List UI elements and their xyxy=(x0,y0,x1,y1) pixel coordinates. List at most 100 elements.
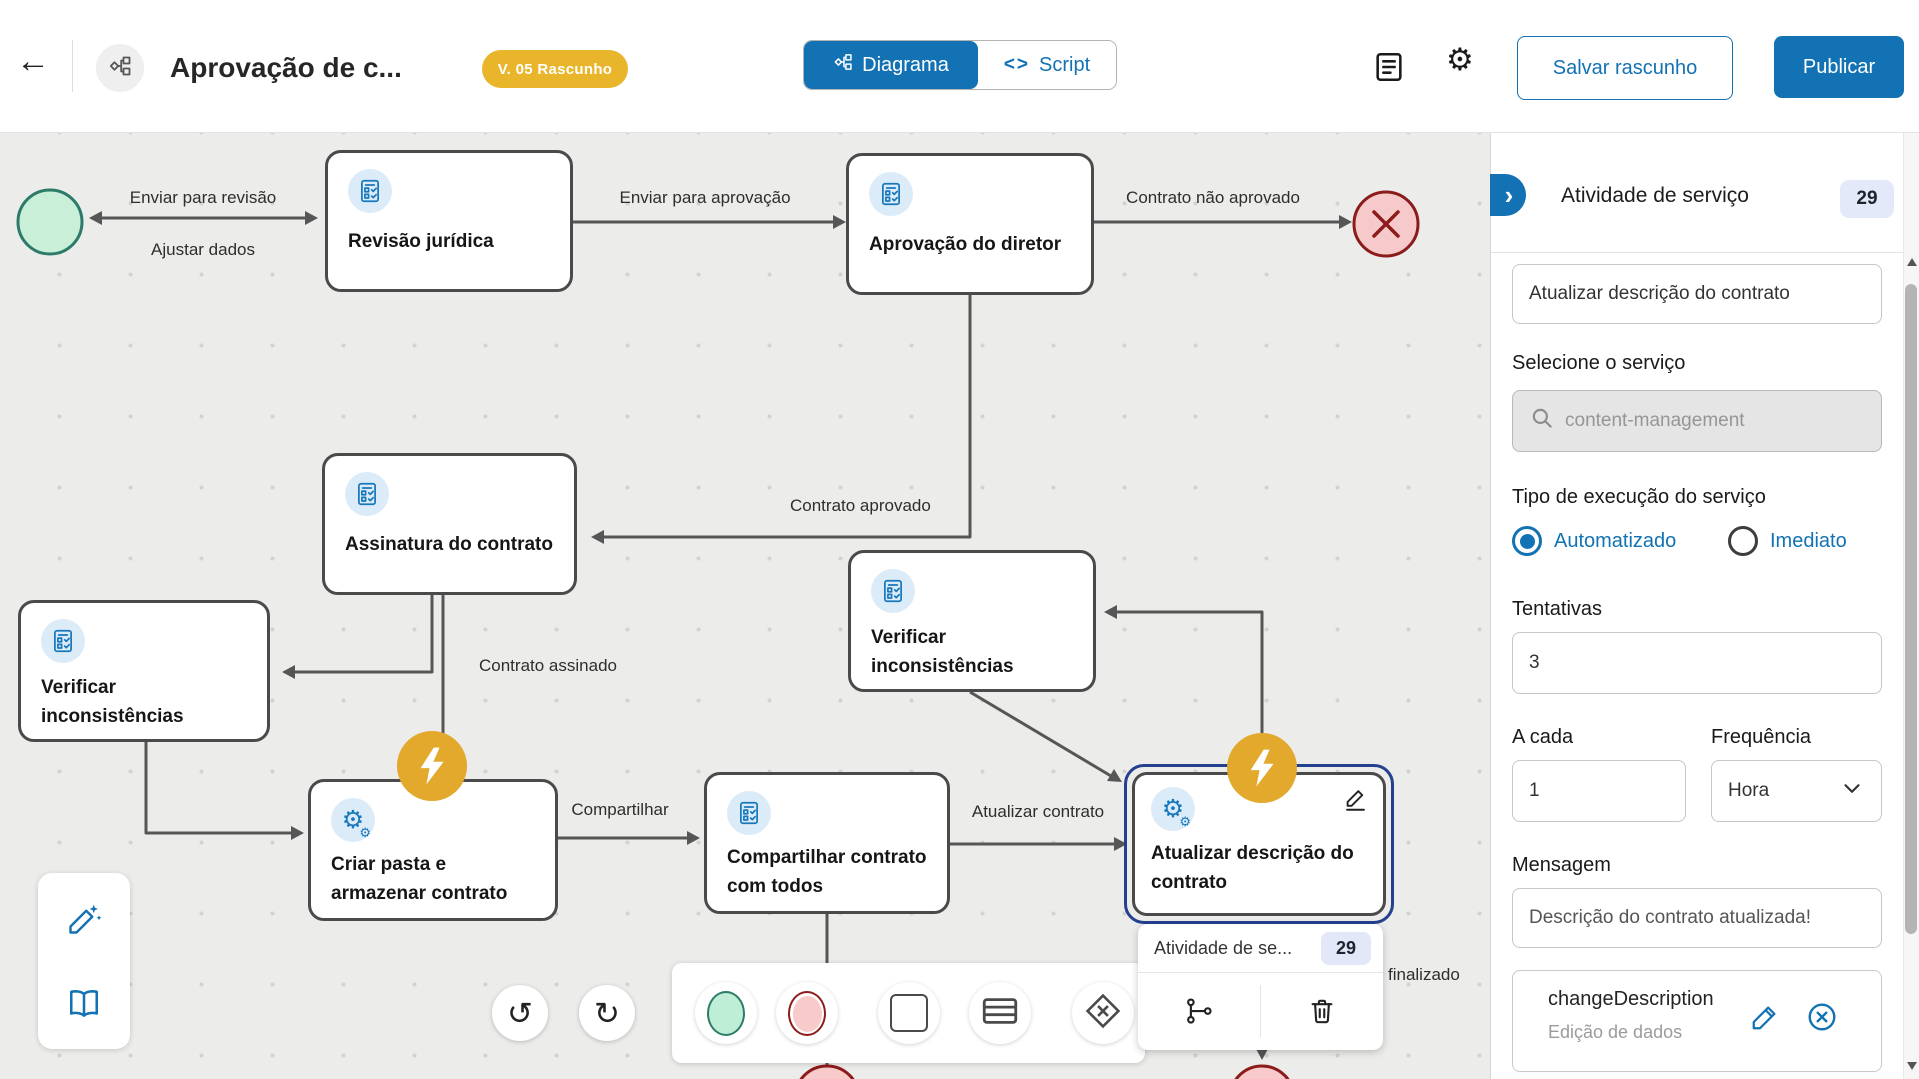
action-title: changeDescription xyxy=(1548,988,1714,1010)
edge-label: Atualizar contrato xyxy=(971,802,1105,821)
node-atualizar-descricao-selected[interactable]: ⚙⚙ Atualizar descrição do contrato xyxy=(1124,764,1394,924)
node-title: Verificar inconsistências xyxy=(41,677,184,728)
lanes-icon xyxy=(979,990,1021,1037)
gateway-x-icon xyxy=(1082,990,1124,1037)
form-task-icon xyxy=(345,472,389,516)
workflow-icon xyxy=(108,54,132,83)
node-compartilhar-contrato[interactable]: Compartilhar contrato com todos xyxy=(704,772,950,914)
action-remove-button[interactable] xyxy=(1806,1001,1838,1038)
node-title: Atualizar descrição do contrato xyxy=(1151,843,1354,894)
start-event-icon xyxy=(707,990,745,1036)
action-card xyxy=(1512,970,1882,1072)
undo-icon: ↺ xyxy=(507,995,533,1031)
assist-panel xyxy=(38,873,130,1049)
popup-title: Atividade de se... xyxy=(1154,937,1293,958)
redo-icon: ↻ xyxy=(594,995,620,1031)
form-task-icon xyxy=(41,619,85,663)
edge-label: Enviar para revisão xyxy=(129,188,277,207)
save-draft-button[interactable]: Salvar rascunho xyxy=(1517,36,1733,100)
node-revisao-juridica[interactable]: Revisão jurídica xyxy=(325,150,573,292)
edit-pencil-icon[interactable] xyxy=(1342,785,1369,817)
node-aprovacao-diretor[interactable]: Aprovação do diretor xyxy=(846,153,1094,295)
edge-label: Contrato não aprovado xyxy=(1126,188,1300,207)
node-title: Revisão jurídica xyxy=(348,231,494,252)
attempts-label: Tentativas xyxy=(1512,598,1603,620)
tab-diagram[interactable]: Diagrama xyxy=(804,41,978,89)
chevron-right-icon: › xyxy=(1504,179,1514,210)
service-search-input[interactable]: content-management xyxy=(1512,390,1882,452)
tool-gateway[interactable] xyxy=(1072,982,1134,1044)
node-criar-pasta[interactable]: ⚙⚙ Criar pasta e armazenar contrato xyxy=(308,779,558,921)
node-verificar-inconsistencias-left[interactable]: Verificar inconsistências xyxy=(18,600,270,742)
node-title: Verificar inconsistências xyxy=(871,627,1014,678)
form-task-icon xyxy=(727,791,771,835)
circle-x-icon xyxy=(1808,1003,1836,1031)
form-task-icon xyxy=(869,172,913,216)
radio-automated[interactable] xyxy=(1512,526,1542,556)
radio-immediate-label[interactable]: Imediato xyxy=(1770,530,1847,552)
ai-pen-icon xyxy=(69,904,102,934)
gear-icon: ⚙ xyxy=(1446,42,1474,77)
every-label: A cada xyxy=(1512,726,1574,748)
service-gear-icon: ⚙⚙ xyxy=(331,798,375,842)
radio-automated-label[interactable]: Automatizado xyxy=(1554,530,1677,552)
activity-name-input[interactable]: Atualizar descrição do contrato xyxy=(1512,264,1882,324)
radio-immediate[interactable] xyxy=(1728,526,1758,556)
message-input[interactable]: Descrição do contrato atualizada! xyxy=(1512,888,1882,948)
chevron-down-icon xyxy=(1839,775,1865,807)
every-input[interactable]: 1 xyxy=(1512,760,1686,822)
automation-bolt-icon[interactable] xyxy=(1227,733,1297,803)
panel-collapse-button[interactable]: › xyxy=(1490,174,1526,216)
book-icon xyxy=(69,990,99,1017)
tool-task[interactable] xyxy=(878,982,940,1044)
edge-label: Compartilhar xyxy=(571,800,669,819)
back-button[interactable]: ← xyxy=(16,42,50,80)
tab-diagram-label: Diagrama xyxy=(862,53,949,76)
search-icon xyxy=(1529,405,1555,437)
action-edit-button[interactable] xyxy=(1750,1002,1780,1037)
edge-label: Contrato aprovado xyxy=(790,496,931,515)
reconnect-button[interactable] xyxy=(1138,973,1260,1049)
pencil-icon xyxy=(1752,1006,1776,1030)
undo-button[interactable]: ↺ xyxy=(492,985,548,1041)
publish-button[interactable]: Publicar xyxy=(1774,36,1904,98)
tool-end-event[interactable] xyxy=(776,982,838,1044)
panel-divider xyxy=(1490,252,1903,253)
node-title: Aprovação do diretor xyxy=(869,234,1062,255)
scrollbar-thumb[interactable] xyxy=(1905,284,1917,934)
redo-button[interactable]: ↻ xyxy=(579,985,635,1041)
settings-button[interactable]: ⚙ xyxy=(1446,44,1474,75)
node-title: Assinatura do contrato xyxy=(345,534,553,555)
end-event-icon xyxy=(788,990,826,1036)
frequency-value: Hora xyxy=(1728,780,1770,801)
automation-bolt-icon[interactable] xyxy=(397,731,467,801)
panel-badge: 29 xyxy=(1840,180,1894,218)
service-gear-icon: ⚙⚙ xyxy=(1151,787,1195,831)
ai-assistant-button[interactable] xyxy=(66,901,102,942)
tool-lanes[interactable] xyxy=(969,982,1031,1044)
exec-type-label: Tipo de execução do serviço xyxy=(1512,486,1766,508)
tool-start-event[interactable] xyxy=(695,982,757,1044)
diagram-icon xyxy=(833,52,853,78)
delete-button[interactable] xyxy=(1261,973,1383,1049)
view-tabs: Diagrama <> Script xyxy=(803,40,1117,90)
node-title: Criar pasta e armazenar contrato xyxy=(331,854,508,905)
attempts-input[interactable]: 3 xyxy=(1512,632,1882,694)
scroll-up-arrow[interactable] xyxy=(1907,258,1917,266)
version-badge: V. 05 Rascunho xyxy=(482,50,628,88)
form-task-icon xyxy=(871,569,915,613)
tab-script[interactable]: <> Script xyxy=(978,41,1116,89)
edge-label: Enviar para aprovação xyxy=(619,188,791,207)
workflow-avatar xyxy=(96,44,144,92)
tab-script-label: Script xyxy=(1039,53,1091,76)
scroll-down-arrow[interactable] xyxy=(1907,1062,1917,1070)
action-subtitle: Edição de dados xyxy=(1548,1022,1683,1042)
documentation-button[interactable] xyxy=(66,985,102,1026)
node-assinatura-contrato[interactable]: Assinatura do contrato xyxy=(322,453,577,595)
frequency-select[interactable]: Hora xyxy=(1711,760,1882,822)
node-verificar-inconsistencias-mid[interactable]: Verificar inconsistências xyxy=(848,550,1096,692)
frequency-label: Frequência xyxy=(1711,726,1812,748)
log-button[interactable] xyxy=(1372,50,1406,89)
popup-badge: 29 xyxy=(1321,931,1371,965)
task-icon xyxy=(890,994,928,1032)
